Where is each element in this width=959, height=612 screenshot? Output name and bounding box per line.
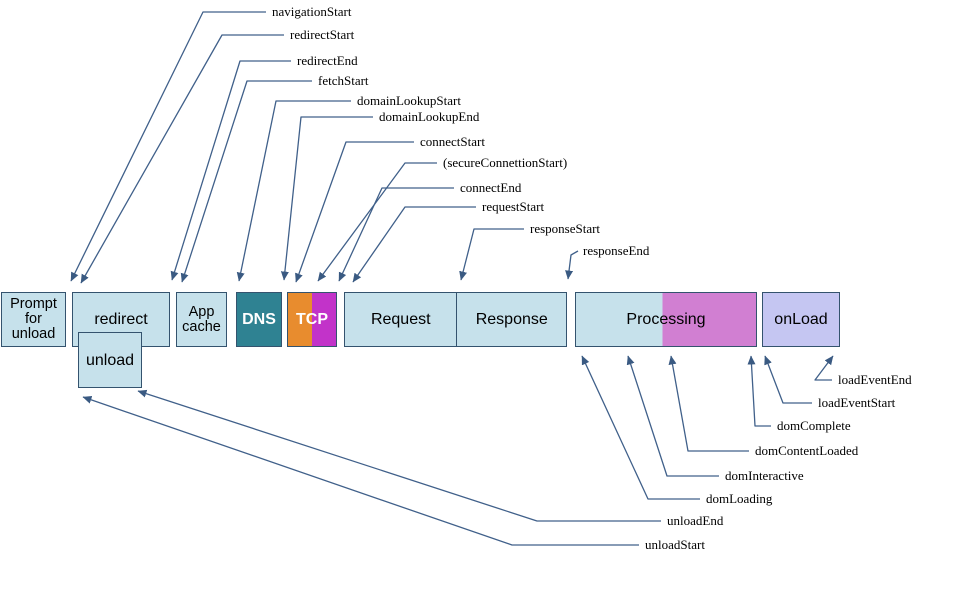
leader-connect-start: [295, 141, 414, 283]
box-onload: onLoad: [762, 292, 840, 347]
leader-request-start: [352, 206, 476, 283]
label-domain-lookup-start: domainLookupStart: [357, 93, 461, 108]
leader-domain-lookup-end: [280, 116, 373, 281]
label-connect-end: connectEnd: [460, 180, 522, 195]
leader-secure-connection-start: [317, 162, 437, 282]
leader-response-end: [565, 250, 579, 280]
leader-dom-interactive: [626, 355, 719, 477]
label-dom-interactive: domInteractive: [725, 468, 804, 483]
label-redirect-end: redirectEnd: [297, 53, 358, 68]
label-request-start: requestStart: [482, 199, 545, 214]
label-unload-start: unloadStart: [645, 537, 705, 552]
box-app-cache: App cache: [176, 292, 227, 347]
label-redirect-start: redirectStart: [290, 27, 355, 42]
box-request-response: Request Response: [344, 292, 567, 347]
box-response: Response: [475, 311, 548, 328]
label-response-end: responseEnd: [583, 243, 650, 258]
box-dns: DNS: [236, 292, 282, 347]
label-dom-content-loaded: domContentLoaded: [755, 443, 859, 458]
box-request: Request: [345, 293, 458, 346]
box-tcp: TCP: [287, 292, 337, 347]
leader-dom-complete: [747, 355, 771, 427]
leader-redirect-start: [80, 34, 284, 284]
leader-unload-start: [82, 395, 639, 546]
leader-response-start: [459, 228, 524, 281]
leader-dom-content-loaded: [668, 355, 749, 452]
leader-connect-end: [338, 187, 454, 282]
box-processing: Processing: [575, 292, 757, 347]
leader-load-event-end: [814, 355, 834, 381]
label-load-event-start: loadEventStart: [818, 395, 896, 410]
label-load-event-end: loadEventEnd: [838, 372, 912, 387]
box-prompt-for-unload: Prompt for unload: [1, 292, 66, 347]
leader-redirect-end: [170, 60, 291, 281]
leader-domain-lookup-start: [236, 100, 351, 282]
label-navigation-start: navigationStart: [272, 4, 352, 19]
label-unload-end: unloadEnd: [667, 513, 724, 528]
leader-load-event-start: [764, 355, 812, 404]
label-dom-loading: domLoading: [706, 491, 773, 506]
label-fetch-start: fetchStart: [318, 73, 369, 88]
label-secure-connection-start: (secureConnettionStart): [443, 155, 568, 170]
label-response-start: responseStart: [530, 221, 601, 236]
label-connect-start: connectStart: [420, 134, 485, 149]
label-domain-lookup-end: domainLookupEnd: [379, 109, 480, 124]
label-dom-complete: domComplete: [777, 418, 851, 433]
leader-dom-loading: [581, 355, 700, 500]
box-unload: unload: [78, 332, 142, 388]
leader-fetch-start: [180, 80, 312, 283]
leader-unload-end: [137, 389, 661, 522]
leader-navigation-start: [70, 11, 266, 282]
